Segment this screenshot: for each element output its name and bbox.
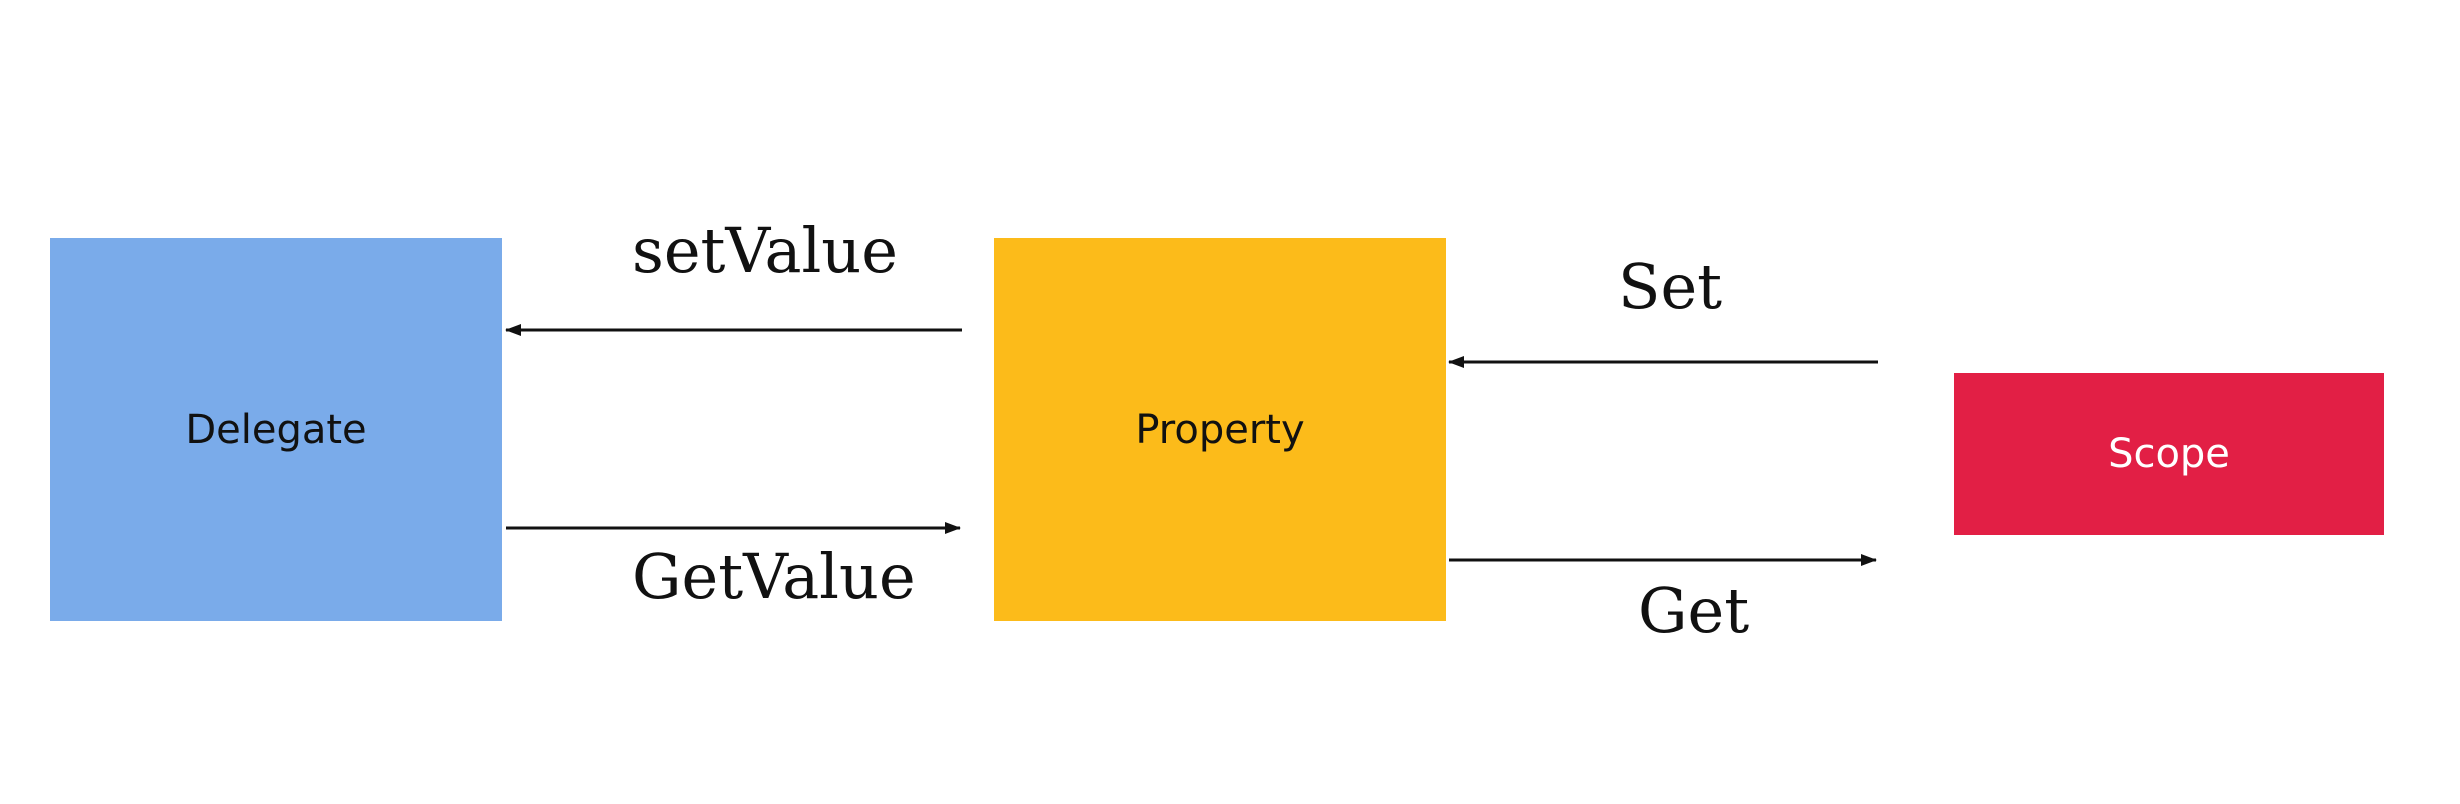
- delegate-node: Delegate: [50, 238, 502, 621]
- scope-label: Scope: [2108, 431, 2230, 477]
- delegate-label: Delegate: [185, 406, 367, 453]
- set-edge-label: Set: [1618, 250, 1723, 323]
- scope-node: Scope: [1954, 373, 2384, 535]
- property-node: Property: [994, 238, 1446, 621]
- property-label: Property: [1135, 406, 1305, 453]
- setvalue-edge-label: setValue: [632, 214, 898, 287]
- getvalue-edge-label: GetValue: [632, 540, 916, 613]
- get-edge-label: Get: [1638, 574, 1750, 647]
